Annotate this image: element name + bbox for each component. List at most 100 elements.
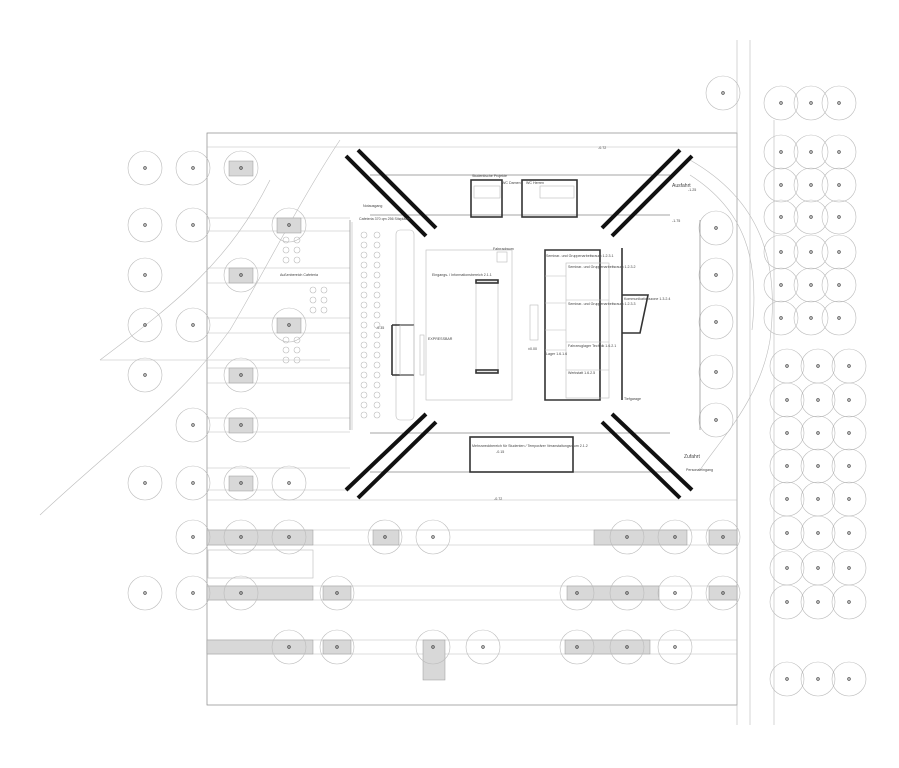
- tree-trunk: [431, 535, 435, 539]
- outdoor-table: [282, 356, 290, 364]
- level-0: ±0.00: [528, 347, 537, 351]
- tree-canopy: [175, 407, 211, 443]
- label-notausgang: Notausgang: [363, 204, 382, 208]
- outdoor-table: [293, 246, 301, 254]
- tree-canopy: [769, 481, 805, 517]
- tree-canopy: [831, 584, 867, 620]
- tree-trunk: [673, 591, 677, 595]
- tree-canopy: [769, 348, 805, 384]
- label-ausfahrt: Ausfahrt: [672, 183, 691, 189]
- label-zufahrt: Zufahrt: [684, 454, 700, 460]
- tree-canopy: [271, 519, 307, 555]
- tree-canopy: [175, 307, 211, 343]
- tree-trunk: [714, 320, 718, 324]
- tree-canopy: [415, 629, 451, 665]
- outdoor-table: [293, 256, 301, 264]
- tree-canopy: [127, 150, 163, 186]
- level-035: -0.35: [376, 326, 384, 330]
- tree-trunk: [837, 101, 841, 105]
- label-kommunikation: Kommunikationszone 1.3.2.4: [624, 297, 670, 301]
- level-125: -1.25: [688, 188, 696, 192]
- paving-pad: [322, 639, 352, 655]
- paving-pad: [206, 585, 314, 601]
- tree-trunk: [673, 645, 677, 649]
- label-wc-damen: WC Damen: [502, 181, 521, 185]
- tree-trunk: [847, 566, 851, 570]
- paving-pad: [228, 417, 254, 434]
- tree-canopy: [821, 134, 857, 170]
- tree-canopy: [769, 415, 805, 451]
- cafeteria-table: [360, 311, 368, 319]
- label-lager: Lager 1.6.1.6: [546, 352, 567, 356]
- tree-canopy: [793, 300, 829, 336]
- tree-canopy: [793, 167, 829, 203]
- tree-canopy: [223, 575, 259, 611]
- tree-canopy: [763, 134, 799, 170]
- outdoor-table: [320, 286, 328, 294]
- tree-canopy: [698, 354, 734, 390]
- tree-trunk: [779, 250, 783, 254]
- tree-canopy: [127, 357, 163, 393]
- tree-trunk: [383, 535, 387, 539]
- label-fahrradraum: Fahrradraum: [493, 247, 514, 251]
- tree-canopy: [698, 210, 734, 246]
- tree-canopy: [175, 519, 211, 555]
- tree-trunk: [837, 316, 841, 320]
- cafeteria-table: [360, 261, 368, 269]
- tree-trunk: [191, 423, 195, 427]
- tree-canopy: [769, 448, 805, 484]
- cafeteria-table: [373, 411, 381, 419]
- cafeteria-table: [360, 331, 368, 339]
- tree-trunk: [816, 431, 820, 435]
- tree-canopy: [831, 382, 867, 418]
- outdoor-table: [293, 336, 301, 344]
- tree-canopy: [800, 382, 836, 418]
- label-werkstatt: Werkstatt 1.6.2.5: [568, 371, 595, 375]
- cafeteria-table: [373, 261, 381, 269]
- tree-trunk: [143, 166, 147, 170]
- tree-canopy: [705, 75, 741, 111]
- tree-trunk: [785, 497, 789, 501]
- tree-canopy: [175, 575, 211, 611]
- outdoor-table: [320, 296, 328, 304]
- label-tiefgarage: Tiefgarage: [624, 397, 641, 401]
- tree-trunk: [837, 150, 841, 154]
- tree-trunk: [785, 600, 789, 604]
- tree-trunk: [779, 150, 783, 154]
- tree-canopy: [800, 415, 836, 451]
- tree-trunk: [837, 215, 841, 219]
- tree-trunk: [335, 591, 339, 595]
- tree-canopy: [609, 575, 645, 611]
- tree-canopy: [800, 584, 836, 620]
- paving-pad: [276, 217, 302, 234]
- tree-trunk: [239, 273, 243, 277]
- paving-pad: [206, 639, 314, 655]
- tree-trunk: [816, 497, 820, 501]
- tree-trunk: [816, 398, 820, 402]
- tree-trunk: [481, 645, 485, 649]
- paving-pad: [708, 585, 738, 601]
- tree-trunk: [287, 535, 291, 539]
- tree-trunk: [143, 223, 147, 227]
- cafeteria-table: [360, 271, 368, 279]
- tree-canopy: [831, 550, 867, 586]
- label-projekte: Studentische Projekte: [472, 174, 507, 178]
- tree-canopy: [223, 357, 259, 393]
- tree-trunk: [779, 283, 783, 287]
- tree-trunk: [721, 535, 725, 539]
- cafeteria-table: [373, 251, 381, 259]
- paving-pad: [593, 529, 688, 546]
- cafeteria-table: [373, 291, 381, 299]
- outdoor-table: [282, 256, 290, 264]
- tree-trunk: [809, 150, 813, 154]
- tree-canopy: [800, 515, 836, 551]
- label-cafeteria: Cafeteria 370 qm 256 Sitzplätze: [359, 217, 410, 221]
- cafeteria-table: [360, 411, 368, 419]
- tree-trunk: [816, 464, 820, 468]
- tree-canopy: [831, 448, 867, 484]
- tree-trunk: [431, 645, 435, 649]
- tree-trunk: [239, 166, 243, 170]
- tree-trunk: [785, 566, 789, 570]
- tree-canopy: [175, 150, 211, 186]
- label-eingang: Eingangs- / Informationsbereich 2.1.1: [432, 273, 492, 277]
